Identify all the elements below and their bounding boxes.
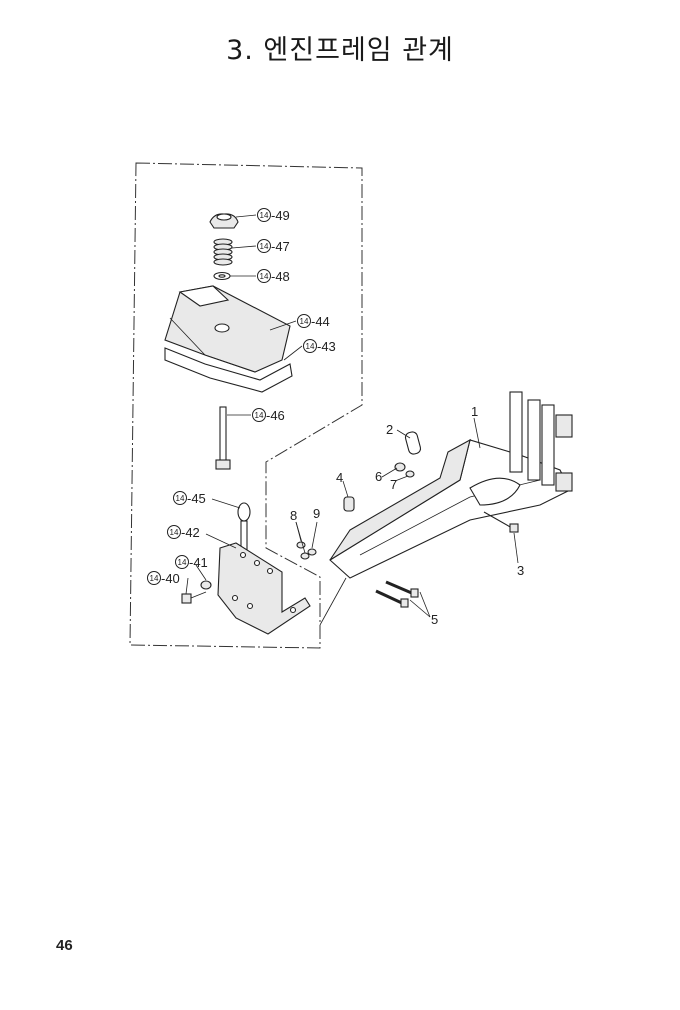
label-part-9: 9 (313, 506, 320, 521)
page-title: 3. 엔진프레임 관계 (226, 35, 454, 66)
spacer-part (343, 496, 355, 512)
label-14-44: -44 (311, 314, 330, 329)
label-part-8: 8 (290, 508, 297, 523)
circled-14-symbols: 14 14 14 14 14 14 14 14 14 14 (147, 208, 317, 585)
circled-14-43: 14 (306, 342, 315, 351)
mount-plate-upper-part (164, 285, 291, 373)
circled-14-44: 14 (300, 317, 309, 326)
label-14-47: -47 (271, 239, 290, 254)
link-plate-part (404, 431, 422, 455)
label-part-5: 5 (431, 612, 438, 627)
label-part-2: 2 (386, 422, 393, 437)
small-bolt-part (181, 591, 207, 604)
label-14-49: -49 (271, 208, 290, 223)
circled-14-49: 14 (260, 211, 269, 220)
callout-labels: -49 -47 -48 -44 -43 -46 -45 -42 -41 -40 … (161, 208, 524, 627)
long-bolt-part (215, 406, 231, 470)
spring-part (213, 238, 233, 266)
label-part-1: 1 (471, 404, 478, 419)
label-14-46: -46 (266, 408, 285, 423)
circled-14-42: 14 (170, 528, 179, 537)
label-part-6: 6 (375, 469, 382, 484)
mount-plate-lower-part (164, 347, 293, 393)
small-nut-part (200, 580, 212, 590)
bolt-3-part (483, 511, 519, 533)
label-14-43: -43 (317, 339, 336, 354)
engine-frame-part (329, 391, 573, 579)
label-part-7: 7 (390, 477, 397, 492)
label-14-48: -48 (271, 269, 290, 284)
circled-14-46: 14 (255, 411, 264, 420)
label-14-45: -45 (187, 491, 206, 506)
subassembly-frame (129, 162, 363, 649)
eye-bolt-part (237, 502, 251, 560)
bolts-5-part (375, 580, 419, 608)
circled-14-40: 14 (150, 574, 159, 583)
label-part-4: 4 (336, 470, 343, 485)
nut-6-7-part (394, 462, 415, 478)
washer-part (213, 271, 231, 281)
page-number: 46 (56, 937, 73, 954)
label-part-3: 3 (517, 563, 524, 578)
label-14-42: -42 (181, 525, 200, 540)
circled-14-41: 14 (178, 558, 187, 567)
circled-14-45: 14 (176, 494, 185, 503)
label-14-40: -40 (161, 571, 180, 586)
circled-14-48: 14 (260, 272, 269, 281)
knob-part (209, 213, 239, 229)
circled-14-47: 14 (260, 242, 269, 251)
leader-lines (185, 214, 519, 626)
label-14-41: -41 (189, 555, 208, 570)
bracket-part (217, 542, 311, 635)
nut-8-9-part (296, 541, 317, 560)
